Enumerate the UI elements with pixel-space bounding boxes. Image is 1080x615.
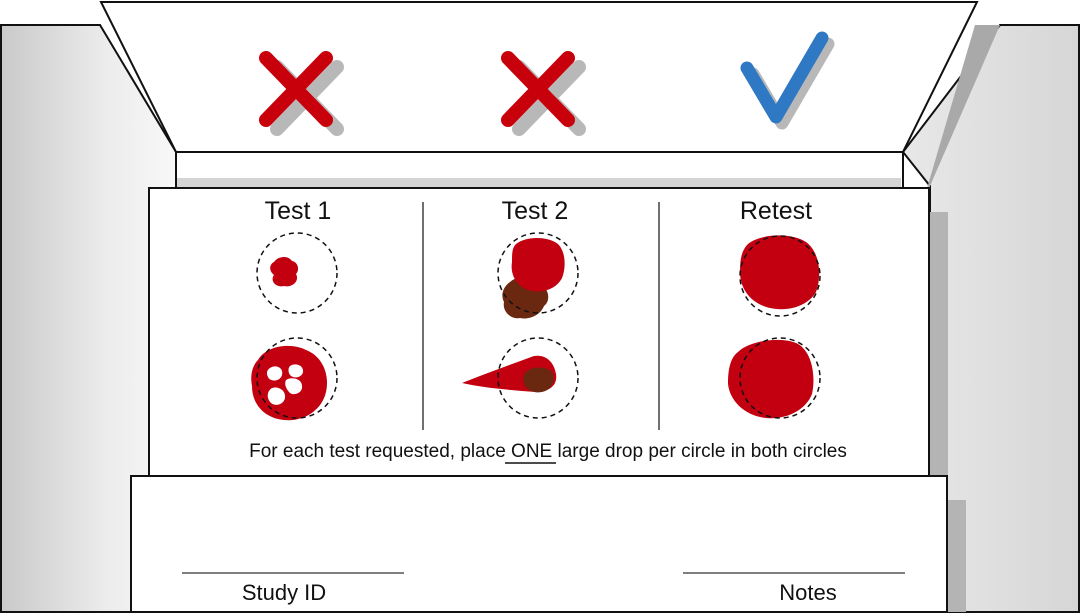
column-title-retest: Retest <box>740 197 812 225</box>
check-icon <box>740 31 835 130</box>
test-2-circle-top <box>497 232 579 319</box>
notes-label: Notes <box>779 580 836 605</box>
form-panel: Study ID Notes <box>130 475 948 613</box>
test-1-circle-bottom <box>251 337 338 421</box>
mark-2 <box>501 51 586 136</box>
cross-icon <box>501 51 586 136</box>
mark-3 <box>740 31 835 130</box>
test-2-circle-bottom <box>462 337 579 419</box>
retest-circle-bottom <box>728 337 821 419</box>
sample-card: Test 1 Test 2 Retest <box>148 187 930 477</box>
study-id-label: Study ID <box>242 580 326 605</box>
test-1-circle-top <box>256 232 338 314</box>
retest-circle-top <box>739 235 821 317</box>
top-flap <box>99 1 979 153</box>
cross-icon <box>259 51 344 136</box>
instruction-emphasis: ONE <box>511 441 552 462</box>
column-title-test-2: Test 2 <box>502 197 569 225</box>
mark-1 <box>259 51 344 136</box>
column-title-test-1: Test 1 <box>265 197 332 225</box>
instruction-text: For each test requested, place ONE large… <box>249 441 847 462</box>
card-shadows <box>175 151 966 612</box>
